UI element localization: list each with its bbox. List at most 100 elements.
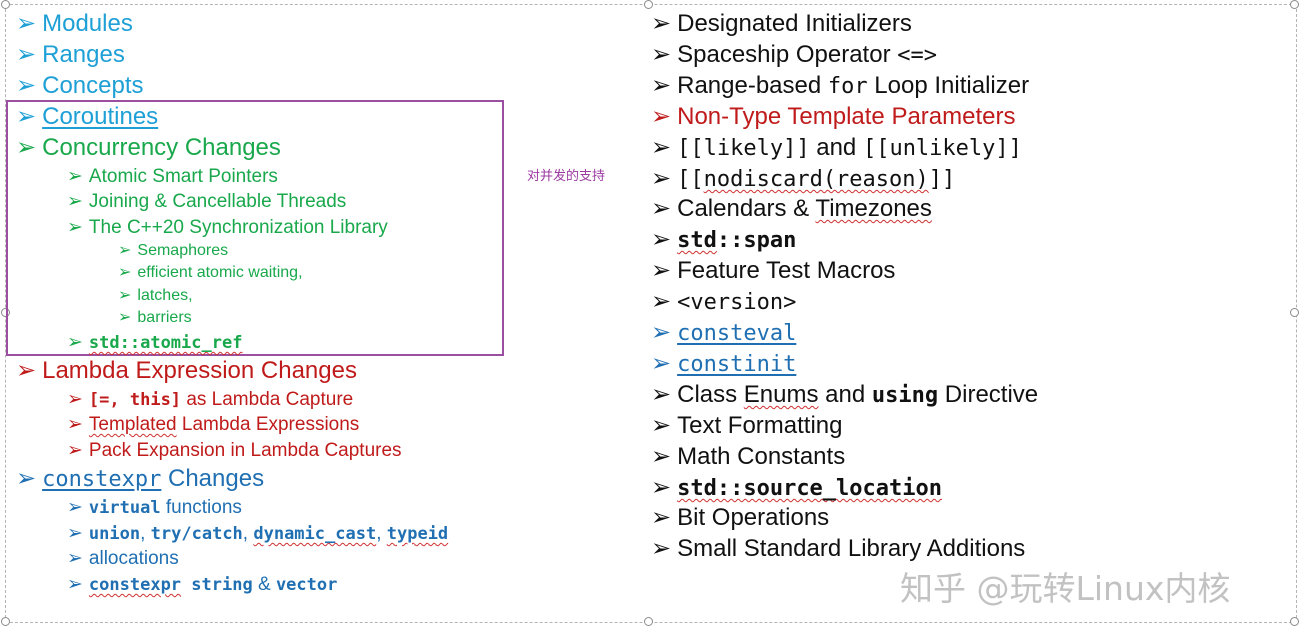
list-item-latches: ➢ latches,	[118, 288, 193, 304]
item-label: Templated	[88, 414, 177, 435]
arrow-bullet-icon: ➢	[651, 319, 672, 346]
item-label: Changes	[161, 465, 265, 492]
arrow-bullet-icon: ➢	[651, 195, 672, 222]
item-label: allocations	[88, 548, 179, 569]
resize-handle-bottom-right[interactable]	[1290, 617, 1299, 626]
arrow-bullet-icon: ➢	[651, 226, 672, 253]
item-code: try/catch	[150, 524, 243, 544]
item-code: ::span	[716, 228, 797, 253]
item-code: ]]	[928, 167, 956, 192]
item-label: &	[252, 574, 276, 595]
list-item-nttp: ➢Non-Type Template Parameters	[651, 105, 1016, 129]
arrow-bullet-icon: ➢	[67, 497, 83, 518]
resize-handle-bottom-center[interactable]	[644, 617, 653, 626]
list-item-ranges: ➢Ranges	[16, 43, 125, 67]
consteval-link[interactable]: consteval	[677, 321, 797, 346]
item-label: The C++20 Synchronization Library	[88, 217, 388, 238]
list-item-barriers: ➢ barriers	[118, 310, 192, 326]
list-item-joining-threads: ➢Joining & Cancellable Threads	[67, 192, 346, 211]
arrow-bullet-icon: ➢	[118, 264, 132, 281]
arrow-bullet-icon: ➢	[118, 287, 132, 304]
list-item-concurrency: ➢Concurrency Changes	[16, 136, 281, 160]
constexpr-link[interactable]: constexpr	[42, 467, 162, 492]
arrow-bullet-icon: ➢	[651, 381, 672, 408]
item-code: [[likely]]	[677, 136, 810, 161]
list-item-atomic-waiting: ➢ efficient atomic waiting,	[118, 265, 303, 281]
list-item-small-additions: ➢Small Standard Library Additions	[651, 537, 1025, 561]
item-label: ,	[140, 523, 151, 544]
item-code: std::atomic_ref	[88, 333, 243, 353]
item-label: Range-based	[677, 72, 828, 99]
list-item-lambda: ➢Lambda Expression Changes	[16, 359, 357, 383]
item-label: Small Standard Library Additions	[677, 535, 1026, 562]
arrow-bullet-icon: ➢	[651, 535, 672, 562]
list-item-math-constants: ➢Math Constants	[651, 445, 845, 469]
constinit-link[interactable]: constinit	[677, 352, 797, 377]
list-item-virtual: ➢virtual functions	[67, 498, 242, 517]
list-item-text-formatting: ➢Text Formatting	[651, 414, 843, 438]
resize-handle-bottom-left[interactable]	[1, 617, 10, 626]
item-label: Modules	[42, 10, 133, 37]
item-code: using	[871, 383, 939, 408]
item-label: and	[809, 134, 863, 161]
list-item-consteval: ➢consteval	[651, 321, 796, 345]
item-code: dynamic_cast	[253, 524, 377, 544]
arrow-bullet-icon: ➢	[67, 166, 83, 187]
item-code: std::source_location	[677, 476, 943, 501]
list-item-string-vector: ➢constexpr string & vector	[67, 575, 337, 594]
list-item-semaphores: ➢ Semaphores	[118, 243, 228, 259]
item-label: Bit Operations	[677, 504, 830, 531]
item-label: latches,	[137, 287, 193, 304]
arrow-bullet-icon: ➢	[16, 134, 37, 161]
item-label: and	[818, 381, 872, 408]
list-item-range-for: ➢Range-based for Loop Initializer	[651, 74, 1029, 98]
arrow-bullet-icon: ➢	[16, 10, 37, 37]
arrow-bullet-icon: ➢	[651, 288, 672, 315]
item-code: virtual	[88, 498, 161, 518]
item-label: efficient atomic waiting,	[137, 264, 303, 281]
arrow-bullet-icon: ➢	[651, 165, 672, 192]
arrow-bullet-icon: ➢	[651, 257, 672, 284]
item-code: [[unlikely]]	[862, 136, 1022, 161]
resize-handle-top-left[interactable]	[1, 0, 10, 9]
item-code: vector	[275, 575, 338, 595]
item-code: union	[88, 524, 141, 544]
item-label: as Lambda Capture	[181, 389, 354, 410]
item-label: Timezones	[815, 195, 932, 222]
item-label: Non-Type Template Parameters	[677, 103, 1016, 130]
arrow-bullet-icon: ➢	[16, 465, 37, 492]
item-code: [[	[677, 167, 704, 192]
arrow-bullet-icon: ➢	[651, 10, 672, 37]
list-item-nodiscard: ➢[[nodiscard(reason)]]	[651, 167, 955, 191]
arrow-bullet-icon: ➢	[16, 72, 37, 99]
list-item-sync-library: ➢The C++20 Synchronization Library	[67, 218, 388, 237]
list-item-union-trycatch: ➢union, try/catch, dynamic_cast, typeid	[67, 524, 448, 543]
list-item-span: ➢std::span	[651, 228, 796, 252]
list-item-concepts: ➢Concepts	[16, 74, 144, 98]
item-code: nodiscard(reason)	[703, 167, 929, 192]
item-label: Class	[677, 381, 744, 408]
arrow-bullet-icon: ➢	[67, 332, 83, 353]
resize-handle-top-right[interactable]	[1290, 0, 1299, 9]
arrow-bullet-icon: ➢	[118, 309, 132, 326]
resize-handle-middle-right[interactable]	[1290, 308, 1299, 317]
item-label: Semaphores	[137, 242, 229, 259]
resize-handle-top-center[interactable]	[644, 0, 653, 9]
coroutines-link[interactable]: Coroutines	[42, 103, 159, 130]
arrow-bullet-icon: ➢	[67, 414, 83, 435]
list-item-atomic-smart-pointers: ➢Atomic Smart Pointers	[67, 167, 278, 186]
list-item-allocations: ➢allocations	[67, 549, 179, 568]
resize-handle-middle-left[interactable]	[1, 308, 10, 317]
item-label: ,	[242, 523, 254, 544]
item-code: for	[827, 74, 868, 99]
item-label: barriers	[137, 309, 192, 326]
arrow-bullet-icon: ➢	[67, 523, 83, 544]
arrow-bullet-icon: ➢	[118, 242, 132, 259]
item-code: [=, this]	[88, 390, 182, 410]
item-code: typeid	[386, 524, 449, 544]
list-item-templated-lambda: ➢Templated Lambda Expressions	[67, 415, 359, 434]
arrow-bullet-icon: ➢	[651, 350, 672, 377]
item-label: Joining & Cancellable Threads	[88, 191, 347, 212]
list-item-coroutines: ➢Coroutines	[16, 105, 158, 129]
item-code: string	[181, 575, 253, 595]
